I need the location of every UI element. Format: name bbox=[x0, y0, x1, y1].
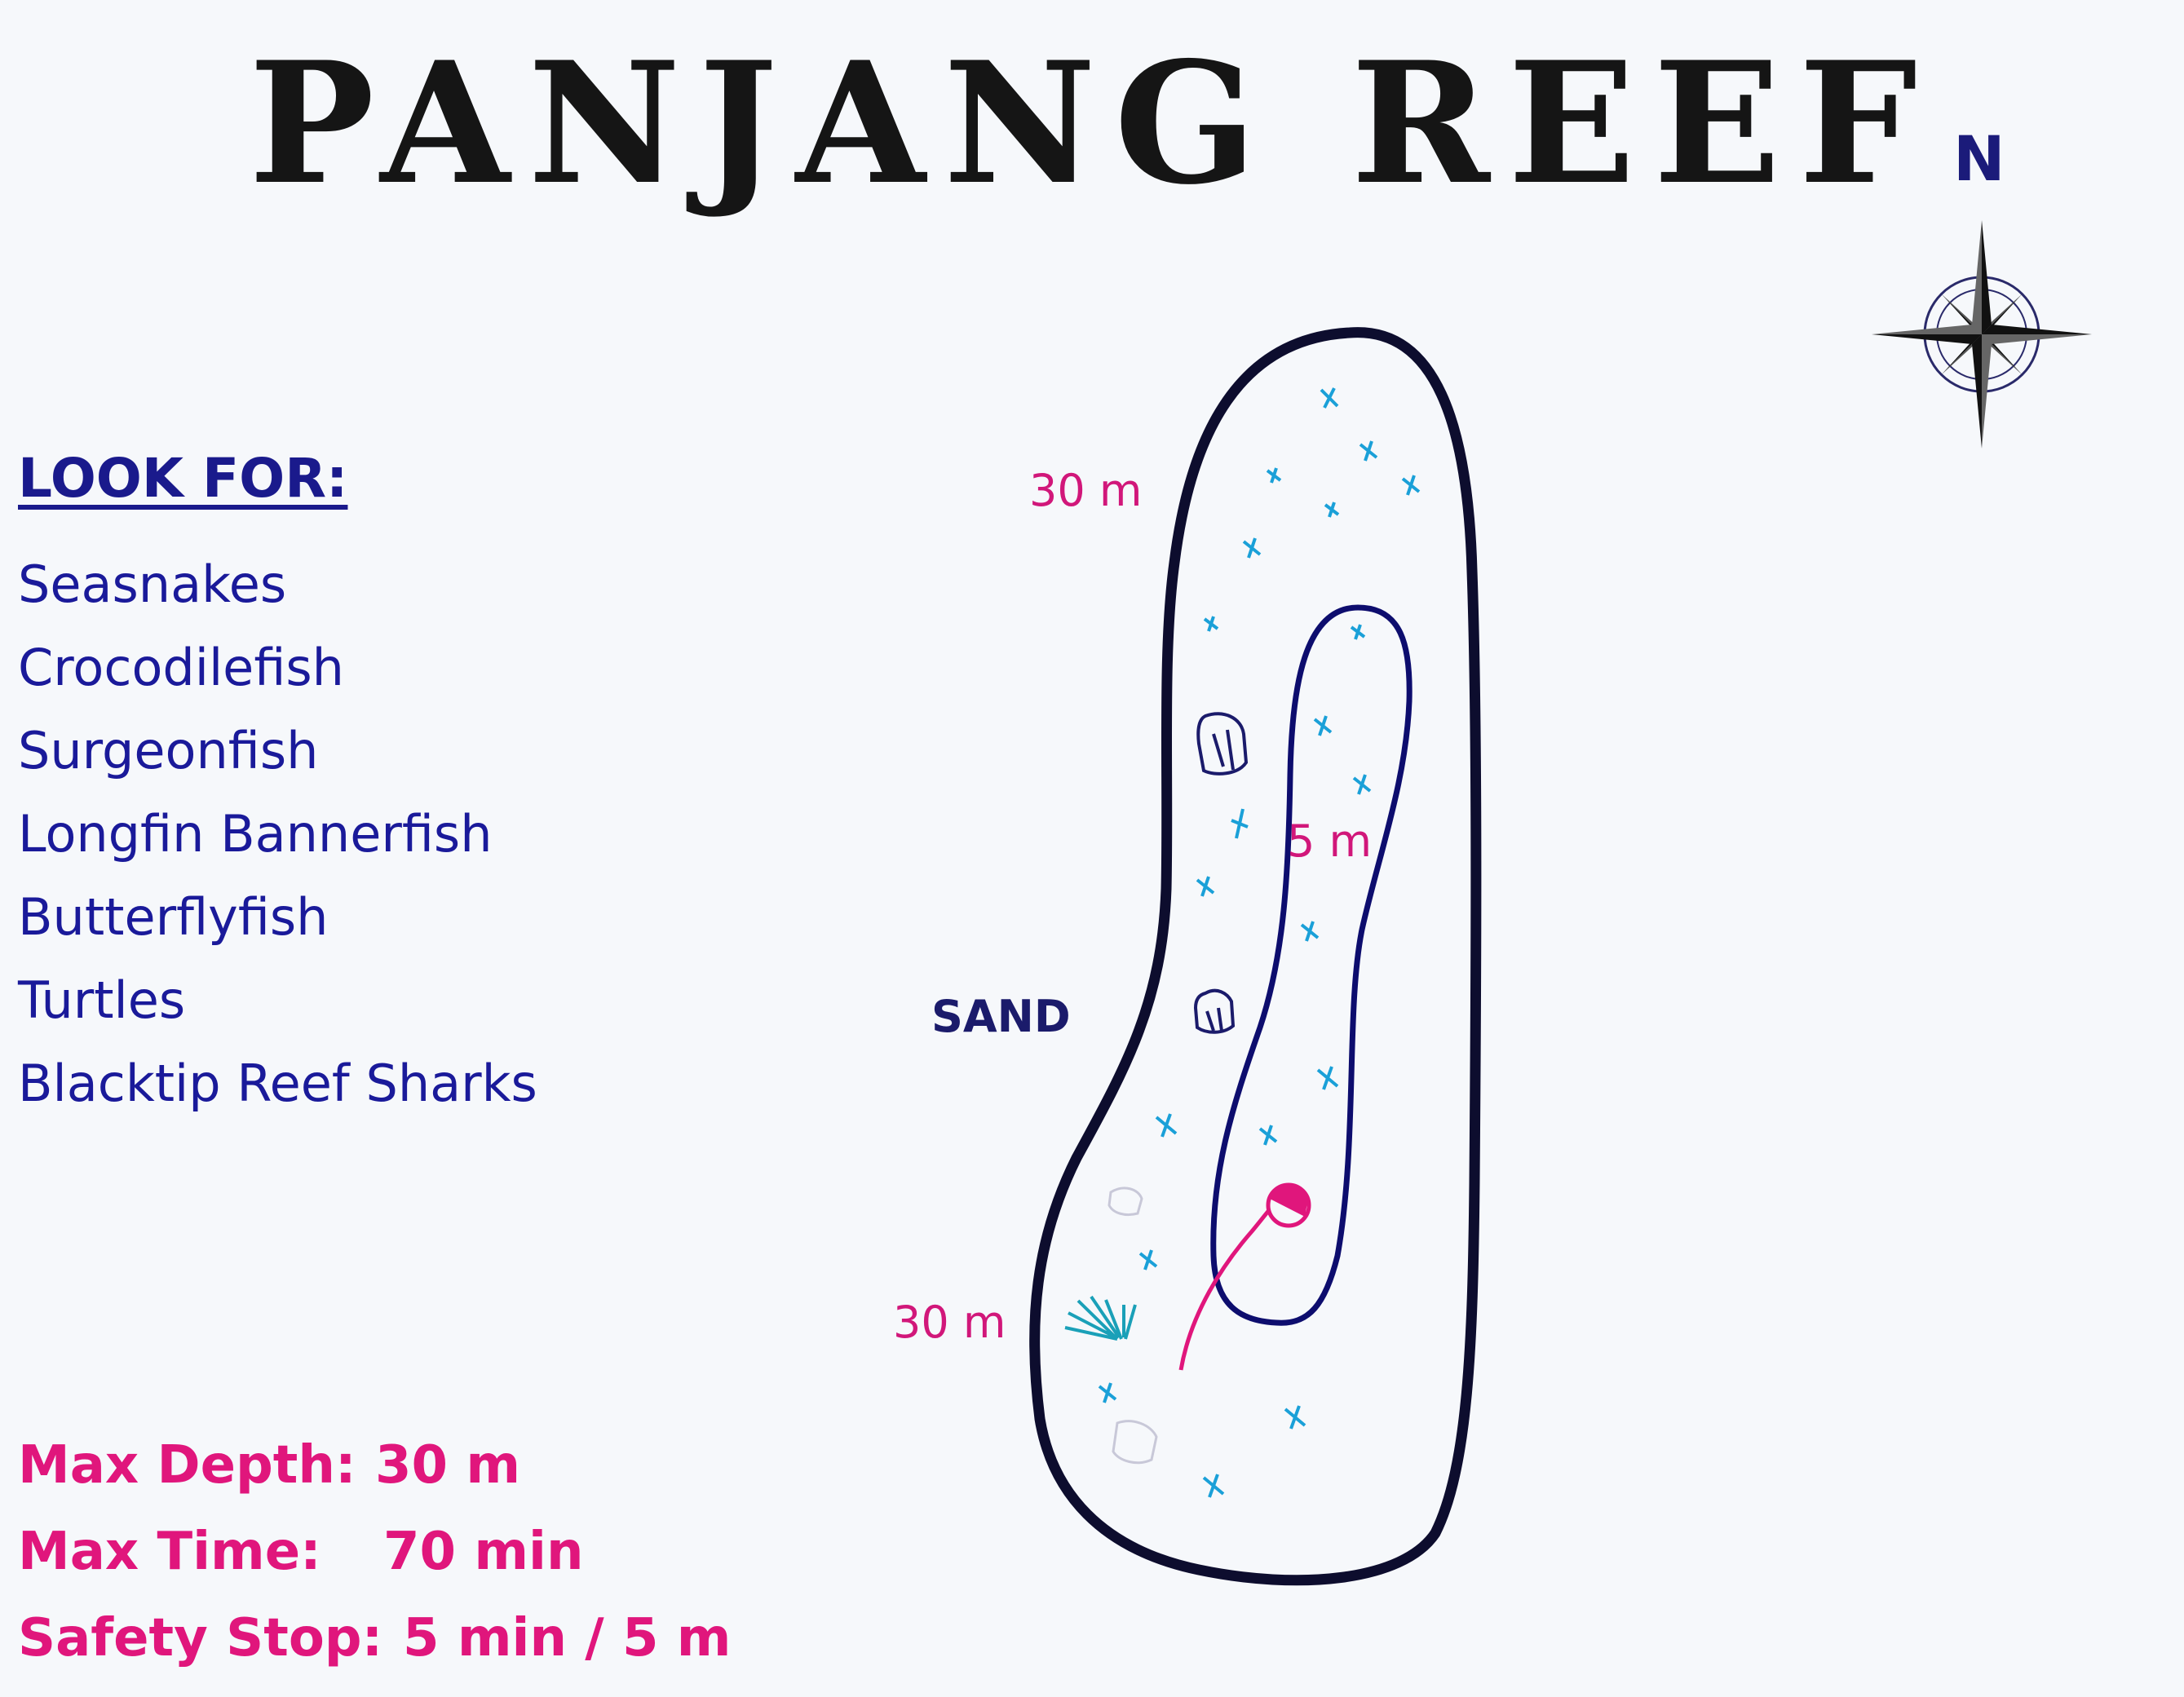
depth-label-top: 30 m bbox=[1029, 465, 1143, 516]
compass-rose-icon bbox=[1872, 220, 2092, 449]
species-item: Blacktip Reef Sharks bbox=[18, 1054, 537, 1113]
map-title: PANJANG REEF bbox=[249, 26, 1935, 222]
north-label: N bbox=[1953, 122, 2005, 195]
dive-flag-icon bbox=[1266, 1182, 1311, 1228]
species-item: Longfin Bannerfish bbox=[18, 804, 493, 864]
reef-outer-outline bbox=[1029, 327, 1482, 1586]
faint-rock-icon bbox=[1107, 1187, 1158, 1465]
look-for-heading: LOOK FOR: bbox=[18, 447, 348, 510]
max-depth-label: Max Depth: bbox=[18, 1435, 356, 1496]
max-depth-value: 30 m bbox=[375, 1435, 521, 1496]
species-item: Crocodilefish bbox=[18, 638, 344, 697]
boulder-icon bbox=[1196, 712, 1249, 776]
reef-inner-outline bbox=[1210, 604, 1413, 1326]
depth-label-bottom: 30 m bbox=[893, 1297, 1006, 1348]
max-time-value: 70 min bbox=[383, 1522, 584, 1582]
sand-label: SAND bbox=[931, 991, 1071, 1042]
coral-markers bbox=[1098, 387, 1421, 1498]
species-item: Turtles bbox=[18, 970, 186, 1030]
safety-stop-value: 5 min / 5 m bbox=[403, 1608, 732, 1668]
boulder-icon bbox=[1193, 988, 1236, 1034]
seagrass-icon bbox=[1064, 1295, 1137, 1341]
species-item: Seasnakes bbox=[18, 555, 287, 614]
dive-route bbox=[1178, 1195, 1289, 1371]
max-time-label: Max Time: bbox=[18, 1522, 321, 1582]
species-item: Surgeonfish bbox=[18, 721, 319, 780]
species-item: Butterflyfish bbox=[18, 887, 329, 947]
depth-label-inner: 5 m bbox=[1287, 815, 1373, 867]
safety-stop-label: Safety Stop: bbox=[18, 1608, 383, 1668]
